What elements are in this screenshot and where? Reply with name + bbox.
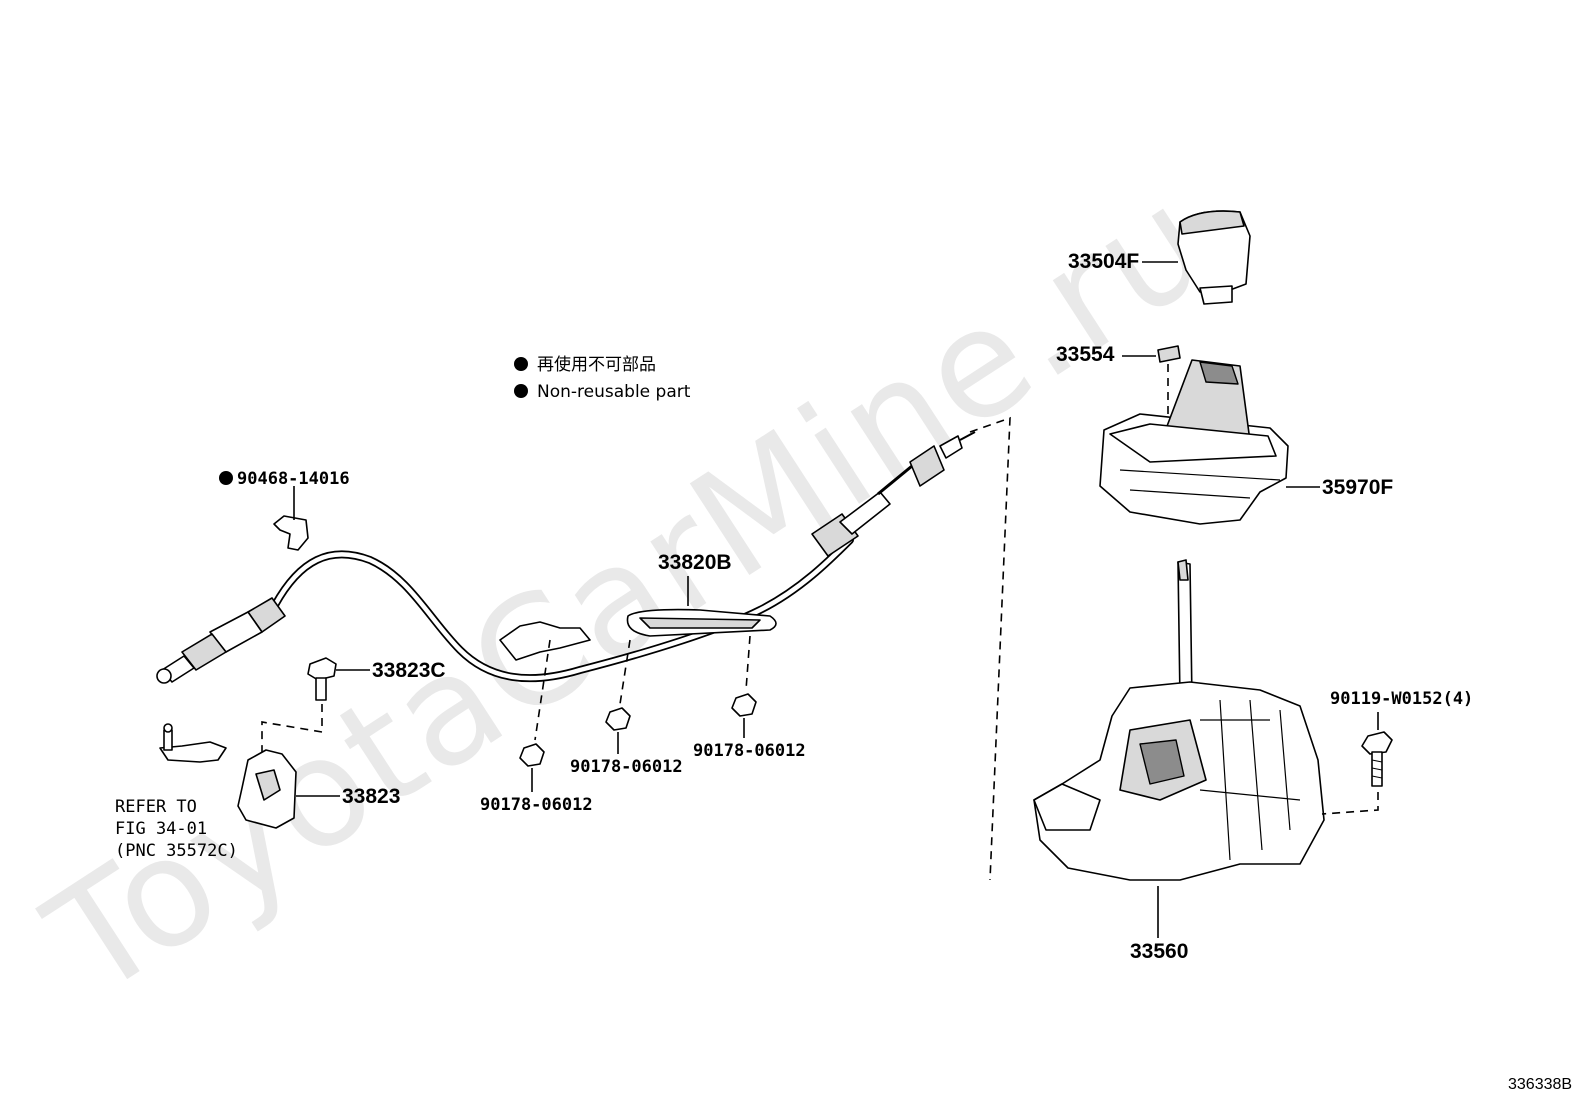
figure-id: 336338B xyxy=(1508,1076,1572,1093)
transmission-control-cable-33820B[interactable] xyxy=(156,431,976,684)
shift-knob-33504F[interactable] xyxy=(1177,210,1251,305)
label-33820B: 33820B xyxy=(658,551,732,574)
legend: 再使用不可部品 Non-reusable part xyxy=(514,354,691,402)
label-90178-06012-a: 90178-06012 xyxy=(480,795,593,815)
label-90178-06012-c: 90178-06012 xyxy=(693,741,806,761)
clip-33554[interactable] xyxy=(1157,345,1181,420)
bolt-33823C[interactable] xyxy=(261,657,337,752)
label-90119-W0152: 90119-W0152(4) xyxy=(1330,689,1473,709)
non-reusable-bullet-icon xyxy=(514,384,528,398)
non-reusable-bullet-icon xyxy=(219,471,233,485)
label-33554: 33554 xyxy=(1056,343,1115,366)
non-reusable-bullet-icon xyxy=(514,357,528,371)
clip-90468-14016[interactable]: 90468-14016 xyxy=(219,469,350,551)
shift-lever-assembly-33560[interactable] xyxy=(1033,559,1325,881)
label-33823: 33823 xyxy=(342,785,400,808)
label-35970F: 35970F xyxy=(1322,476,1393,499)
nut-90178-06012-a[interactable] xyxy=(519,639,551,767)
nut-90178-06012-b[interactable] xyxy=(605,639,631,731)
bolt-90119-W0152[interactable] xyxy=(1321,731,1393,815)
label-90468-14016: 90468-14016 xyxy=(237,469,350,489)
label-33504F: 33504F xyxy=(1068,250,1139,273)
position-indicator-35970F[interactable] xyxy=(1099,359,1289,525)
reference-line-1: REFER TO xyxy=(115,797,197,817)
reference-ball-joint xyxy=(159,723,227,763)
legend-japanese: 再使用不可部品 xyxy=(537,354,656,375)
nut-90178-06012-c[interactable] xyxy=(731,635,757,717)
label-33823C: 33823C xyxy=(372,659,446,682)
legend-english: Non-reusable part xyxy=(537,382,691,402)
label-33560: 33560 xyxy=(1130,940,1188,963)
reference-line-3: (PNC 35572C) xyxy=(115,841,238,861)
bracket-33823[interactable] xyxy=(237,749,297,829)
label-90178-06012-b: 90178-06012 xyxy=(570,757,683,777)
reference-line-2: FIG 34-01 xyxy=(115,819,207,839)
watermark: ToyotaCarMine.ru xyxy=(19,153,1240,1031)
